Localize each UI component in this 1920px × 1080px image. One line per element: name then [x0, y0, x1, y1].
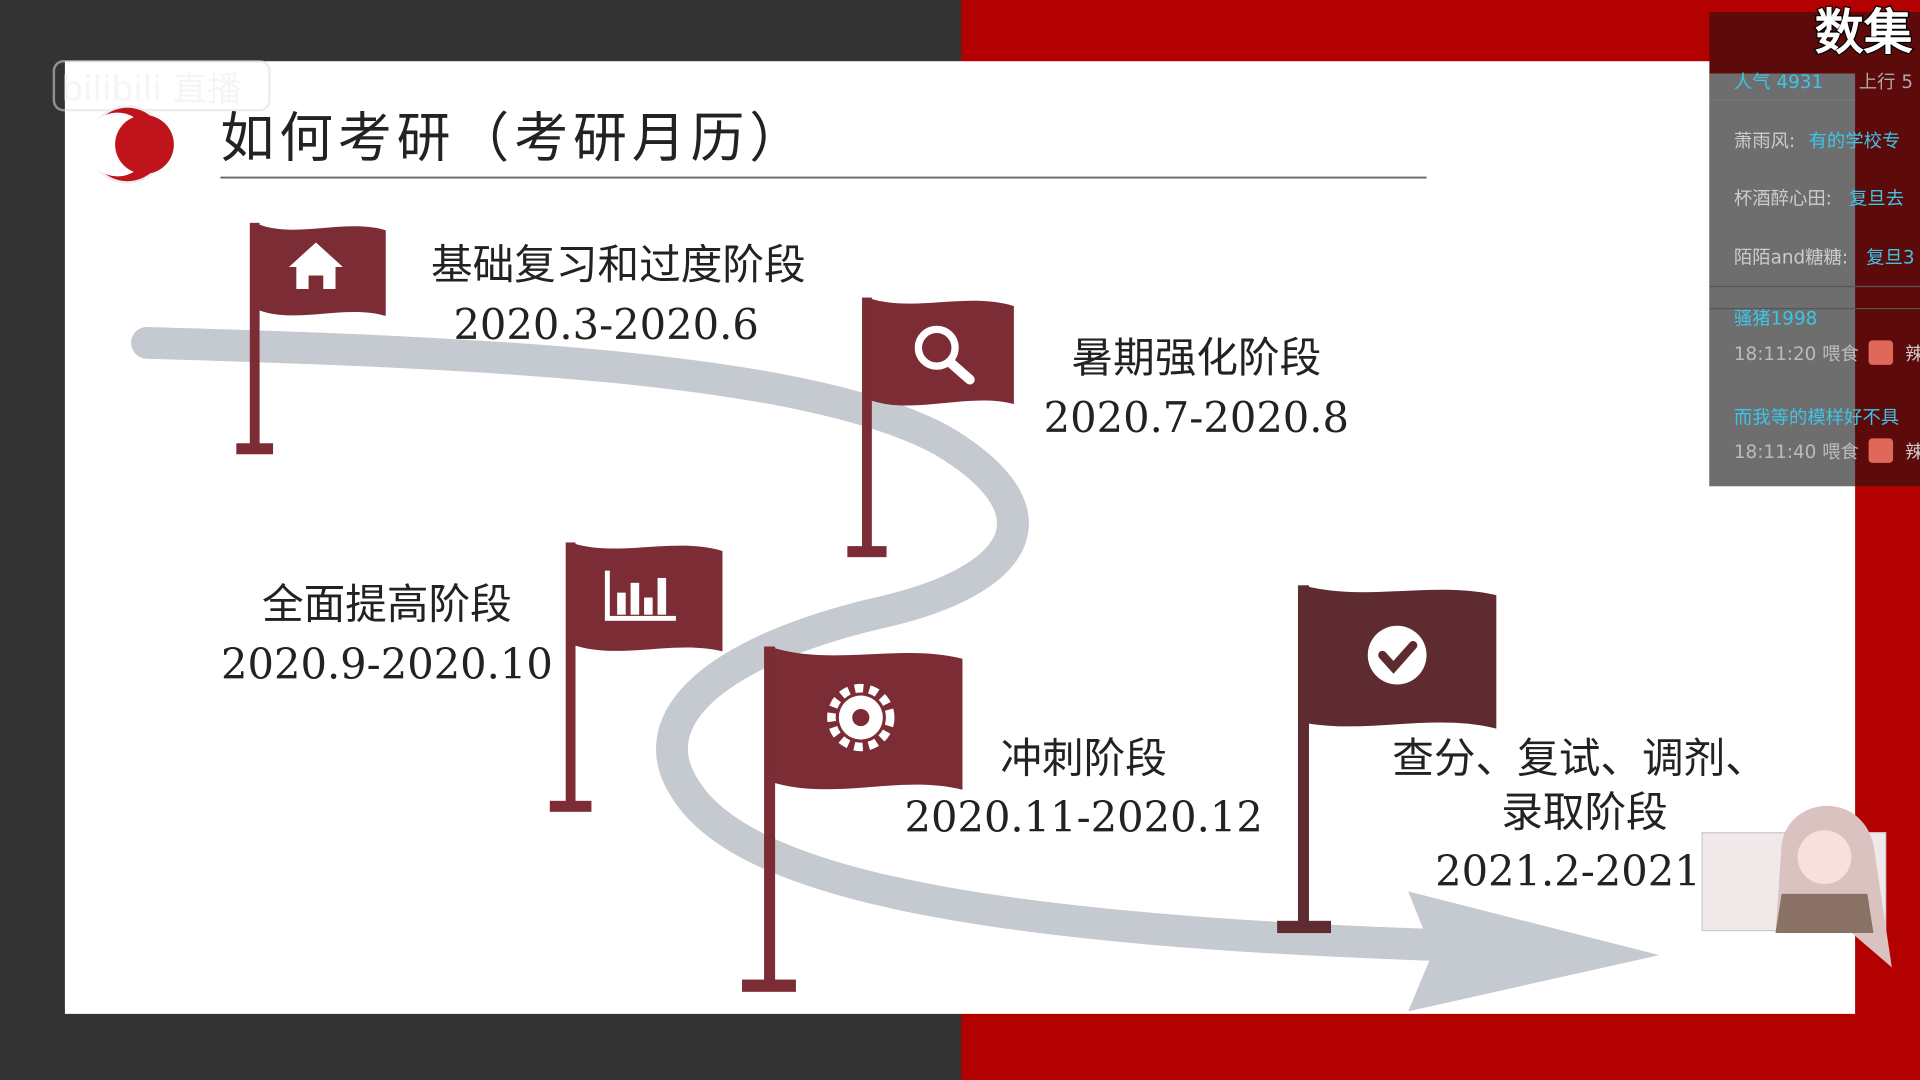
stage-5-name-line2: 录取阶段 [1501, 788, 1668, 837]
gift-user: 而我等的模样好不具 [1734, 408, 1899, 429]
road-arrow [131, 326, 1660, 1012]
fries-gift-icon [1868, 340, 1894, 365]
chat-overlay: 数集 人气 4931 上行 5 萧雨风: 有的学校专 杯酒醉心田: 复旦去 陌陌… [1709, 3, 1920, 487]
bilibili-watermark: bilibili 直播 [52, 60, 271, 112]
stage-3-period: 2020.9-2020.10 [221, 639, 553, 688]
chat-user: 杯酒醉心田: [1734, 188, 1832, 209]
bar-chart-icon [604, 570, 676, 621]
gift-time: 18:11:40 喂食 [1734, 442, 1859, 463]
gift-item: 辣 [1905, 344, 1920, 365]
gift-user: 骚猪1998 [1734, 308, 1817, 329]
fries-gift-icon [1868, 438, 1894, 463]
flag-stage-1 [236, 222, 386, 455]
stage-2-period: 2020.7-2020.8 [1044, 393, 1349, 442]
flag-stage-4 [742, 646, 963, 992]
stage-4-period: 2020.11-2020.12 [905, 792, 1263, 841]
chat-message: 复旦3 [1866, 247, 1914, 268]
page-title: 如何考研（考研月历） [220, 107, 808, 170]
gear-icon [827, 683, 895, 752]
search-icon [914, 325, 975, 385]
check-icon [1367, 625, 1427, 685]
watermark-text: bilibili 直播 [61, 69, 241, 109]
gift-time: 18:11:20 喂食 [1734, 344, 1859, 365]
chat-message: 有的学校专 [1809, 131, 1901, 152]
chat-message: 复旦去 [1849, 188, 1904, 209]
stage-4-name: 冲刺阶段 [1000, 734, 1167, 783]
title-logo-icon [85, 105, 174, 184]
stage-5-period: 2021.2-2021. [1435, 846, 1714, 895]
stage-1-name: 基础复习和过度阶段 [431, 240, 806, 289]
stage-2-name: 暑期强化阶段 [1071, 333, 1321, 382]
house-icon [288, 242, 343, 289]
upstream-rate: 上行 5 [1859, 72, 1913, 93]
flag-stage-3 [549, 542, 723, 812]
chat-user: 陌陌and糖糖: [1734, 247, 1848, 268]
corner-text: 数集 [1815, 4, 1913, 61]
chat-user: 萧雨风: [1734, 131, 1795, 152]
gift-item: 辣 [1905, 442, 1920, 463]
flag-stage-2 [847, 297, 1014, 558]
flag-stage-5 [1277, 585, 1497, 934]
stage-1-period: 2020.3-2020.6 [453, 300, 758, 349]
popularity-count: 人气 4931 [1734, 72, 1823, 93]
stage-5-name-line1: 查分、复试、调剂、 [1392, 734, 1767, 783]
stage-3-name: 全面提高阶段 [262, 579, 512, 628]
streamer-avatar-image [1701, 805, 1892, 968]
slide [64, 61, 1856, 1014]
